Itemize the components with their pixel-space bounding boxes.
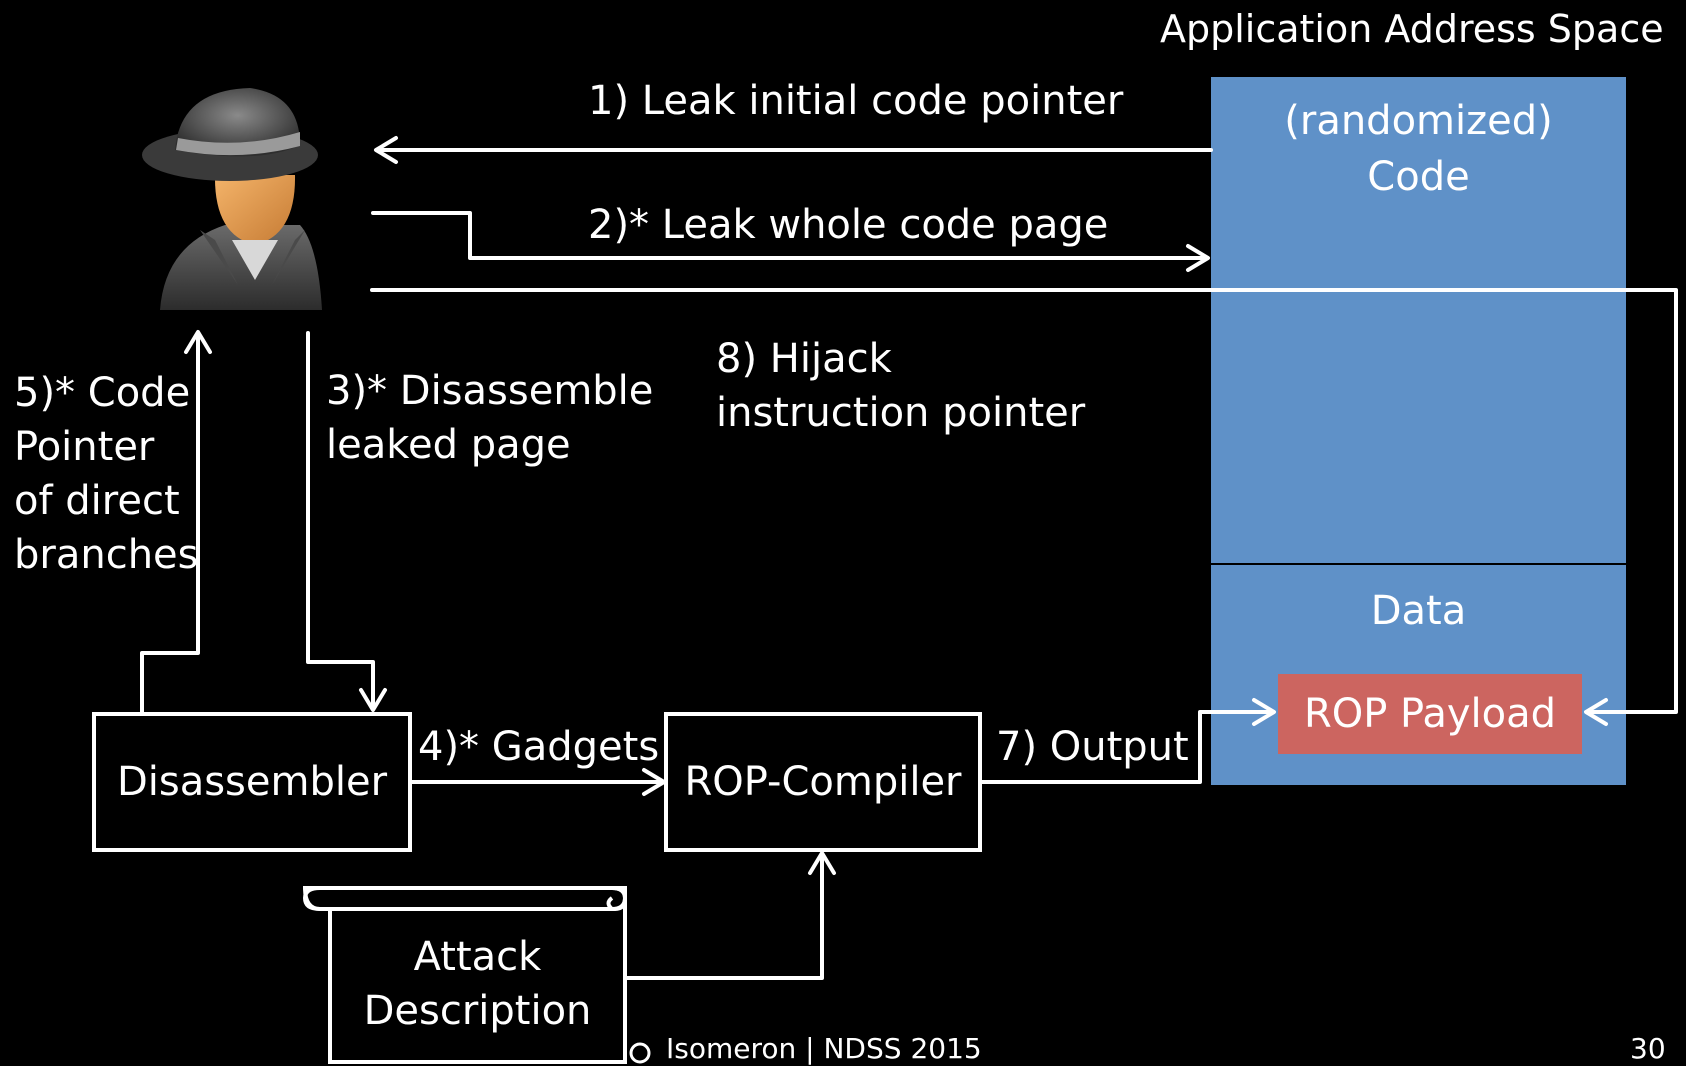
arrow-step3 [306, 331, 375, 710]
attack-description-scroll [302, 886, 628, 1064]
attack-description-label: Attack Description [363, 934, 592, 1034]
address-space-title: Application Address Space [1160, 7, 1664, 51]
step8-label: 8) Hijack instruction pointer [716, 336, 1086, 436]
rop-payload-block: ROP Payload [1278, 674, 1582, 754]
step2-label: 2)* Leak whole code page [588, 202, 1109, 248]
arrow-attack [623, 853, 824, 980]
code-region-label: (randomized) Code [1284, 98, 1553, 200]
rop-compiler-box: ROP-Compiler [664, 712, 982, 852]
footer-text: Isomeron | NDSS 2015 [666, 1032, 982, 1065]
page-number: 30 [1630, 1032, 1666, 1065]
step3-label: 3)* Disassemble leaked page [326, 368, 654, 468]
disassembler-box: Disassembler [92, 712, 412, 852]
step7-label: 7) Output [996, 724, 1189, 770]
step4-label: 4)* Gadgets [418, 724, 660, 770]
step1-label: 1) Leak initial code pointer [588, 78, 1124, 124]
arrow-step2 [371, 211, 1207, 260]
code-region: (randomized) Code [1211, 77, 1626, 563]
arrow-step5 [140, 332, 200, 714]
footer-logo-icon [629, 1042, 651, 1064]
arrow-step7 [978, 710, 1274, 784]
step5-label: 5)* Code Pointer of direct branches [14, 370, 199, 578]
arrow-step8 [370, 288, 1678, 714]
data-region-label: Data [1370, 588, 1467, 634]
